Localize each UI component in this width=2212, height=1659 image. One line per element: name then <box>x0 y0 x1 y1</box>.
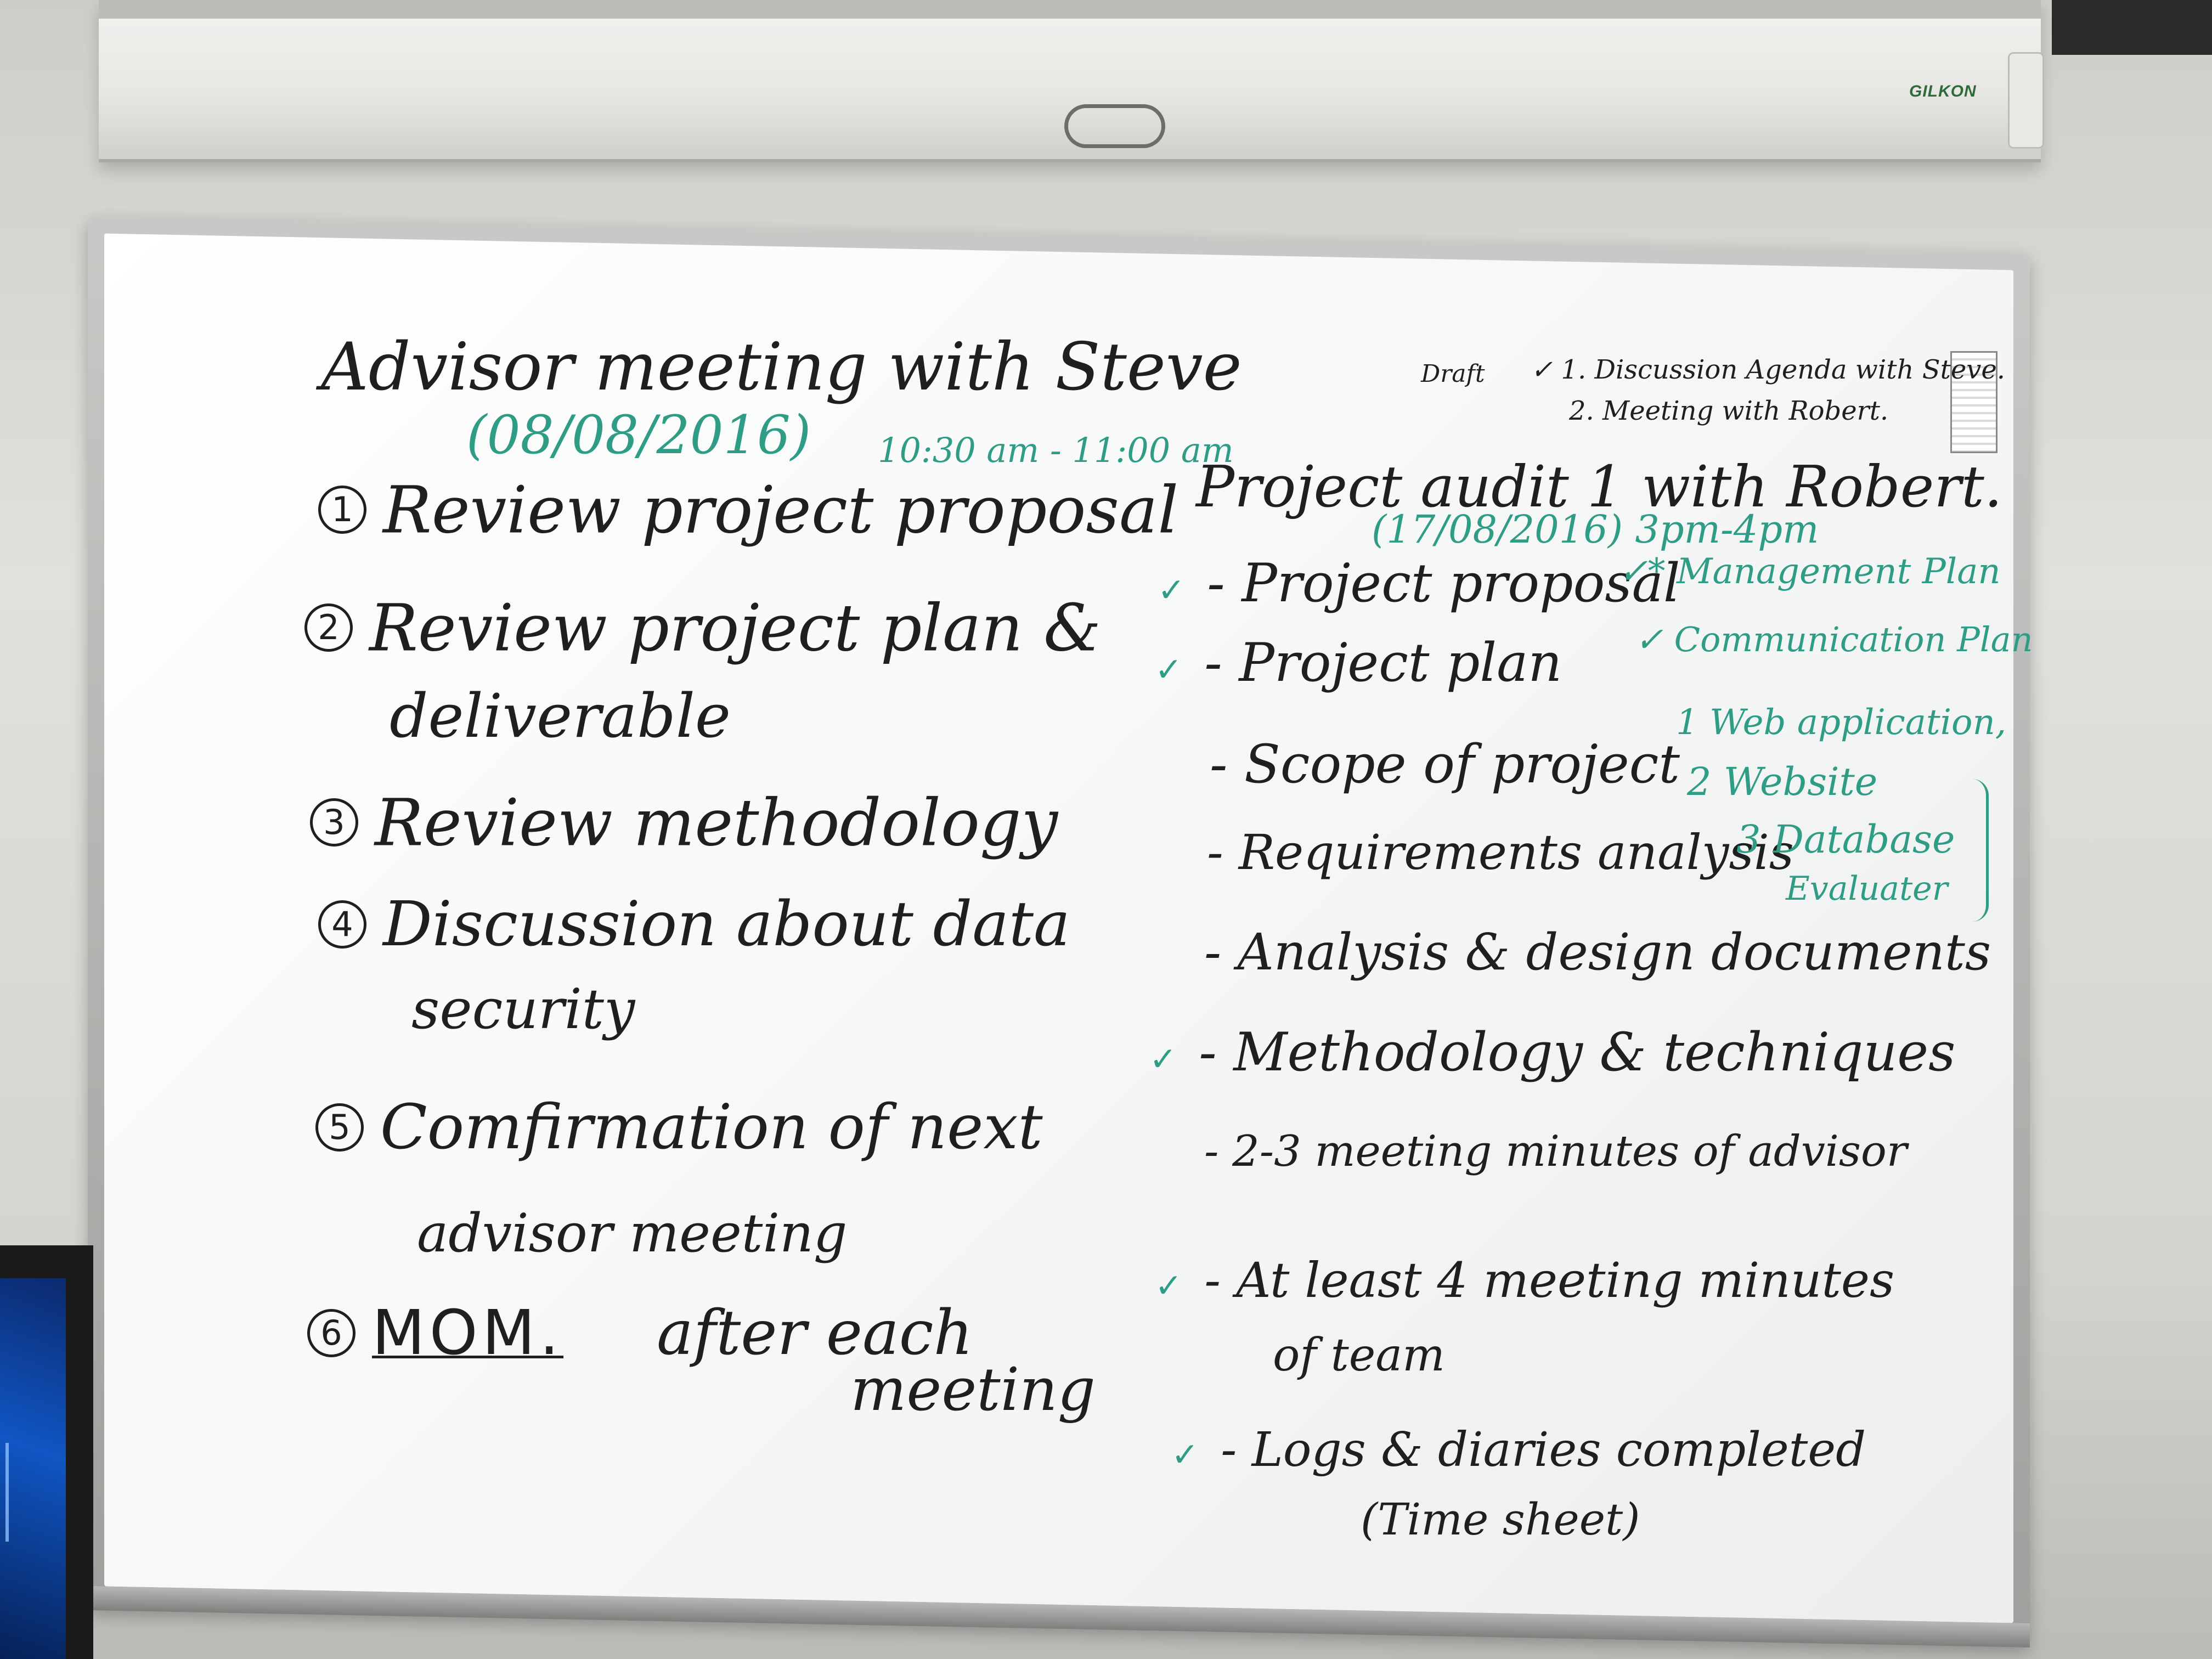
item-number-badge: 2 <box>304 603 353 652</box>
right-item-3: - Scope of project <box>1210 733 1680 795</box>
right-item-2: ✓- Project plan <box>1155 636 1562 689</box>
right-item-1: ✓- Project proposal <box>1158 557 1680 610</box>
projector-brand-label: GILKON <box>1909 82 1977 100</box>
check-icon: ✓ <box>1155 651 1183 689</box>
left-item-4-cont: security <box>411 977 635 1041</box>
item-text: after each <box>657 1297 973 1369</box>
item-number-badge: 4 <box>318 900 366 949</box>
item-text: Discussion about data <box>383 889 1070 960</box>
item-text: Review project proposal <box>383 472 1179 548</box>
green-note-web-application: 1 Web application, <box>1676 702 2007 743</box>
green-note-database: 3 Database <box>1736 817 1955 862</box>
right-date: (17/08/2016) 3pm-4pm <box>1372 507 1819 552</box>
right-item-5: - Analysis & design documents <box>1204 923 1991 981</box>
monitor-screen <box>0 1278 66 1659</box>
item-text: - At least 4 meeting minutes <box>1204 1252 1895 1308</box>
right-item-8-cont: of team <box>1273 1329 1445 1381</box>
left-item-2-cont: deliverable <box>390 681 731 751</box>
right-title: Project audit 1 with Robert. <box>1196 453 2002 520</box>
draft-line-1: ✓ 1. Discussion Agenda with Steve. <box>1531 354 2006 385</box>
green-note-communication: ✓ Communication Plan <box>1635 619 2033 659</box>
computer-monitor <box>0 1245 93 1659</box>
item-text: Comfirmation of next <box>380 1092 1043 1163</box>
windows-logo-icon <box>5 1443 58 1542</box>
left-item-5-cont: advisor meeting <box>417 1203 848 1264</box>
check-icon: ✓ <box>1171 1436 1199 1474</box>
item-number-badge: 6 <box>307 1309 356 1357</box>
right-item-9: ✓ - Logs & diaries completed <box>1171 1426 1866 1474</box>
check-icon: ✓ <box>1155 1267 1183 1305</box>
right-item-4: - Requirements analysis <box>1207 824 1794 881</box>
green-note-evaluater: Evaluater <box>1786 870 1948 908</box>
left-item-6-cont: meeting <box>850 1356 1096 1424</box>
green-bracket <box>1964 779 1989 922</box>
ceiling-corner <box>2052 0 2212 55</box>
projector-screen-pull-handle[interactable] <box>1064 104 1165 148</box>
green-note-management: ✓* Management Plan <box>1618 551 2001 592</box>
right-item-9-cont: (Time sheet) <box>1361 1494 1640 1545</box>
item-number-badge: 5 <box>315 1103 364 1152</box>
draft-label: Draft <box>1421 360 1485 388</box>
item-number-badge: 1 <box>318 486 366 534</box>
right-item-7: - 2-3 meeting minutes of advisor <box>1204 1127 1908 1176</box>
green-note-website: 2 Website <box>1687 759 1878 804</box>
check-icon: ✓ <box>1149 1040 1177 1079</box>
draft-line-2: 2. Meeting with Robert. <box>1569 396 1889 426</box>
item-text: Review project plan & <box>369 590 1102 666</box>
left-date: (08/08/2016) <box>466 404 811 466</box>
right-item-8: ✓- At least 4 meeting minutes <box>1155 1256 1894 1305</box>
item-number-badge: 3 <box>310 798 358 847</box>
item-text: - Methodology & techniques <box>1199 1022 1956 1083</box>
left-title: Advisor meeting with Steve <box>321 329 1242 405</box>
left-time: 10:30 am - 11:00 am <box>878 430 1234 470</box>
check-icon: ✓ <box>1158 571 1186 610</box>
projector-screen-endcap <box>2008 52 2044 149</box>
sticky-note <box>1950 351 1997 453</box>
right-item-6: ✓- Methodology & techniques <box>1149 1026 1955 1079</box>
projector-screen-roll <box>99 0 2041 19</box>
item-text: - Project plan <box>1204 632 1562 693</box>
mom-text: MOM. <box>372 1297 564 1369</box>
item-text: - Project proposal <box>1207 552 1680 614</box>
item-text: Review methodology <box>375 785 1058 861</box>
item-text: - Logs & diaries completed <box>1221 1423 1866 1477</box>
